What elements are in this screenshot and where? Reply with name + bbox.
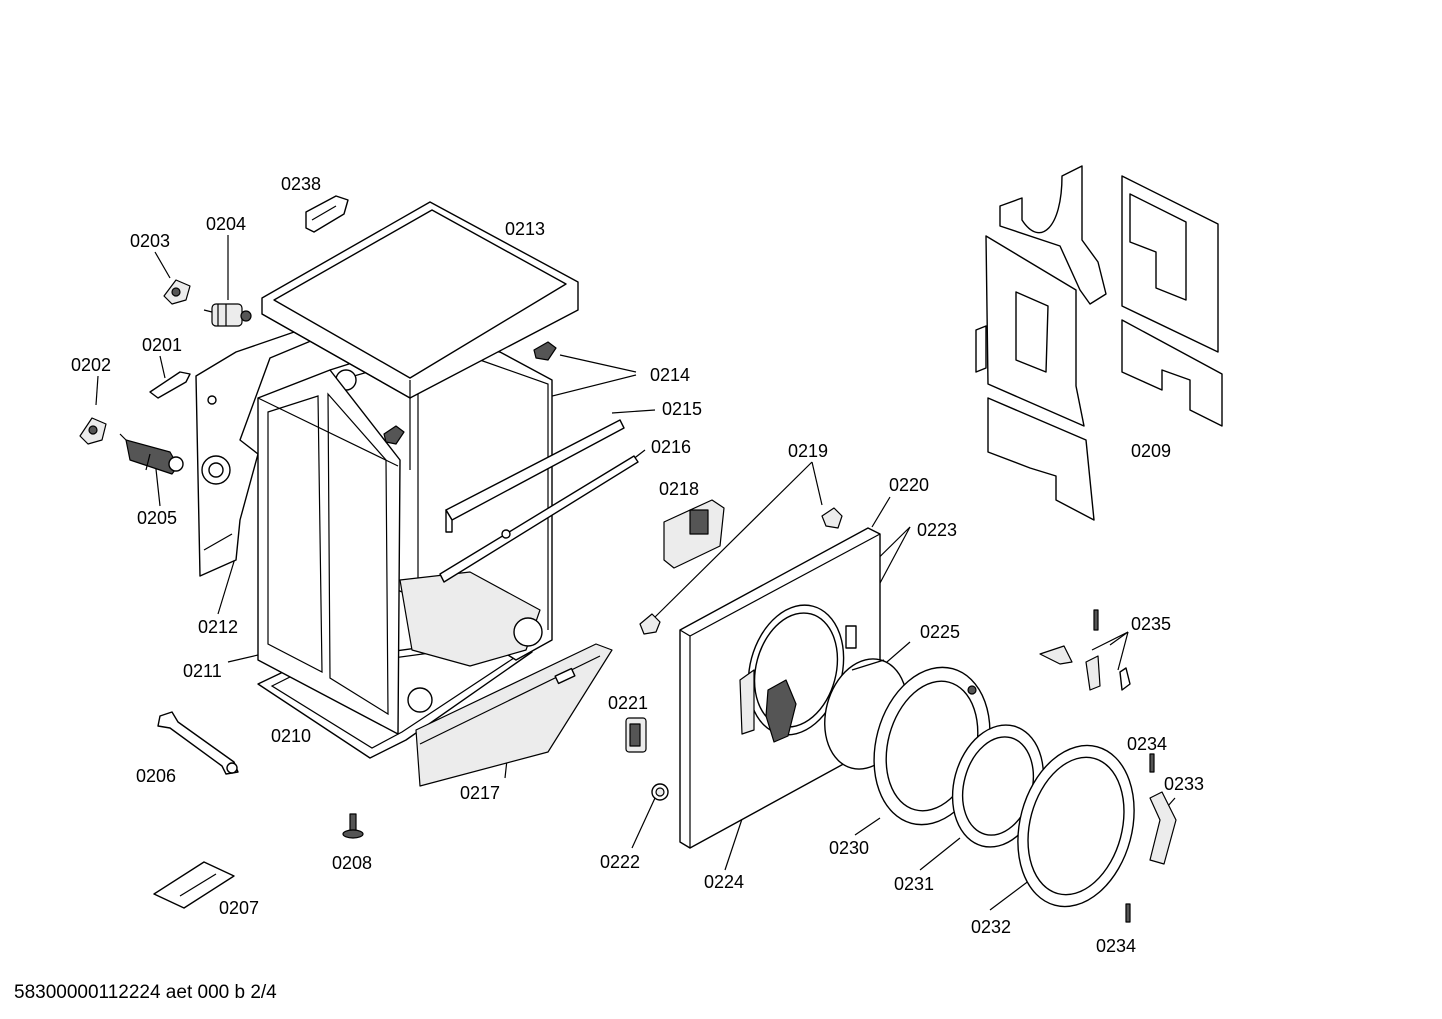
part-0217-plinth [415,643,613,787]
label-0209: 0209 [1131,441,1171,461]
part-0221-hinge [625,717,647,753]
label-0221: 0221 [608,693,648,713]
label-0212: 0212 [198,617,238,637]
part-0208-foot [342,813,364,839]
part-0213-top-cover [261,201,579,400]
label-0217: 0217 [460,783,500,803]
label-0234-top: 0234 [1127,734,1167,754]
label-0223: 0223 [917,520,957,540]
part-0222-bushing [651,783,669,801]
part-0205-filter [119,433,184,475]
document-code: 58300000112224 aet 000 b 2/4 [14,982,277,1003]
part-0203-holder [163,279,191,305]
part-0204-filter [203,303,252,327]
part-0202-holder [79,417,107,445]
part-0219-clip [639,507,843,635]
label-0203: 0203 [130,231,170,251]
part-0207-plate [153,861,235,909]
label-0232: 0232 [971,917,1011,937]
label-0231: 0231 [894,874,934,894]
part-0232-outer-door-ring [1017,744,1135,908]
part-0235-catch [1039,609,1131,691]
part-0206-wrench [157,711,239,775]
part-0233-handle [1149,791,1177,865]
label-0202: 0202 [71,355,111,375]
part-0215-rail [445,419,625,533]
label-0201: 0201 [142,335,182,355]
part-0218-door-lock [663,499,725,569]
part-0209-insulation [975,165,1223,521]
label-0220: 0220 [889,475,929,495]
label-0238: 0238 [281,174,321,194]
label-0205: 0205 [137,508,177,528]
part-0214-bracket [383,341,557,445]
label-0233: 0233 [1164,774,1204,794]
part-0238-clip [305,195,349,233]
label-0215: 0215 [662,399,702,419]
part-0231-door-glass [951,724,1045,848]
part-0201-bracket [149,371,191,399]
label-0213: 0213 [505,219,545,239]
label-0224: 0224 [704,872,744,892]
label-0216: 0216 [651,437,691,457]
label-0218: 0218 [659,479,699,499]
label-0204: 0204 [206,214,246,234]
label-0214: 0214 [650,365,690,385]
label-0207: 0207 [219,898,259,918]
part-0234-pin [1125,753,1155,923]
part-labels: 0238 0204 0213 0203 0201 0202 0214 0215 … [71,174,1204,956]
part-0224-door-hinge [765,679,797,743]
label-0206: 0206 [136,766,176,786]
part-0216-rail [439,455,639,583]
label-0210: 0210 [271,726,311,746]
part-0212-rear-panel [195,329,319,577]
label-0219: 0219 [788,441,828,461]
label-0230: 0230 [829,838,869,858]
label-0208: 0208 [332,853,372,873]
label-0225: 0225 [920,622,960,642]
label-0211: 0211 [183,661,222,681]
label-0234-bottom: 0234 [1096,936,1136,956]
label-0235: 0235 [1131,614,1171,634]
label-0222: 0222 [600,852,640,872]
